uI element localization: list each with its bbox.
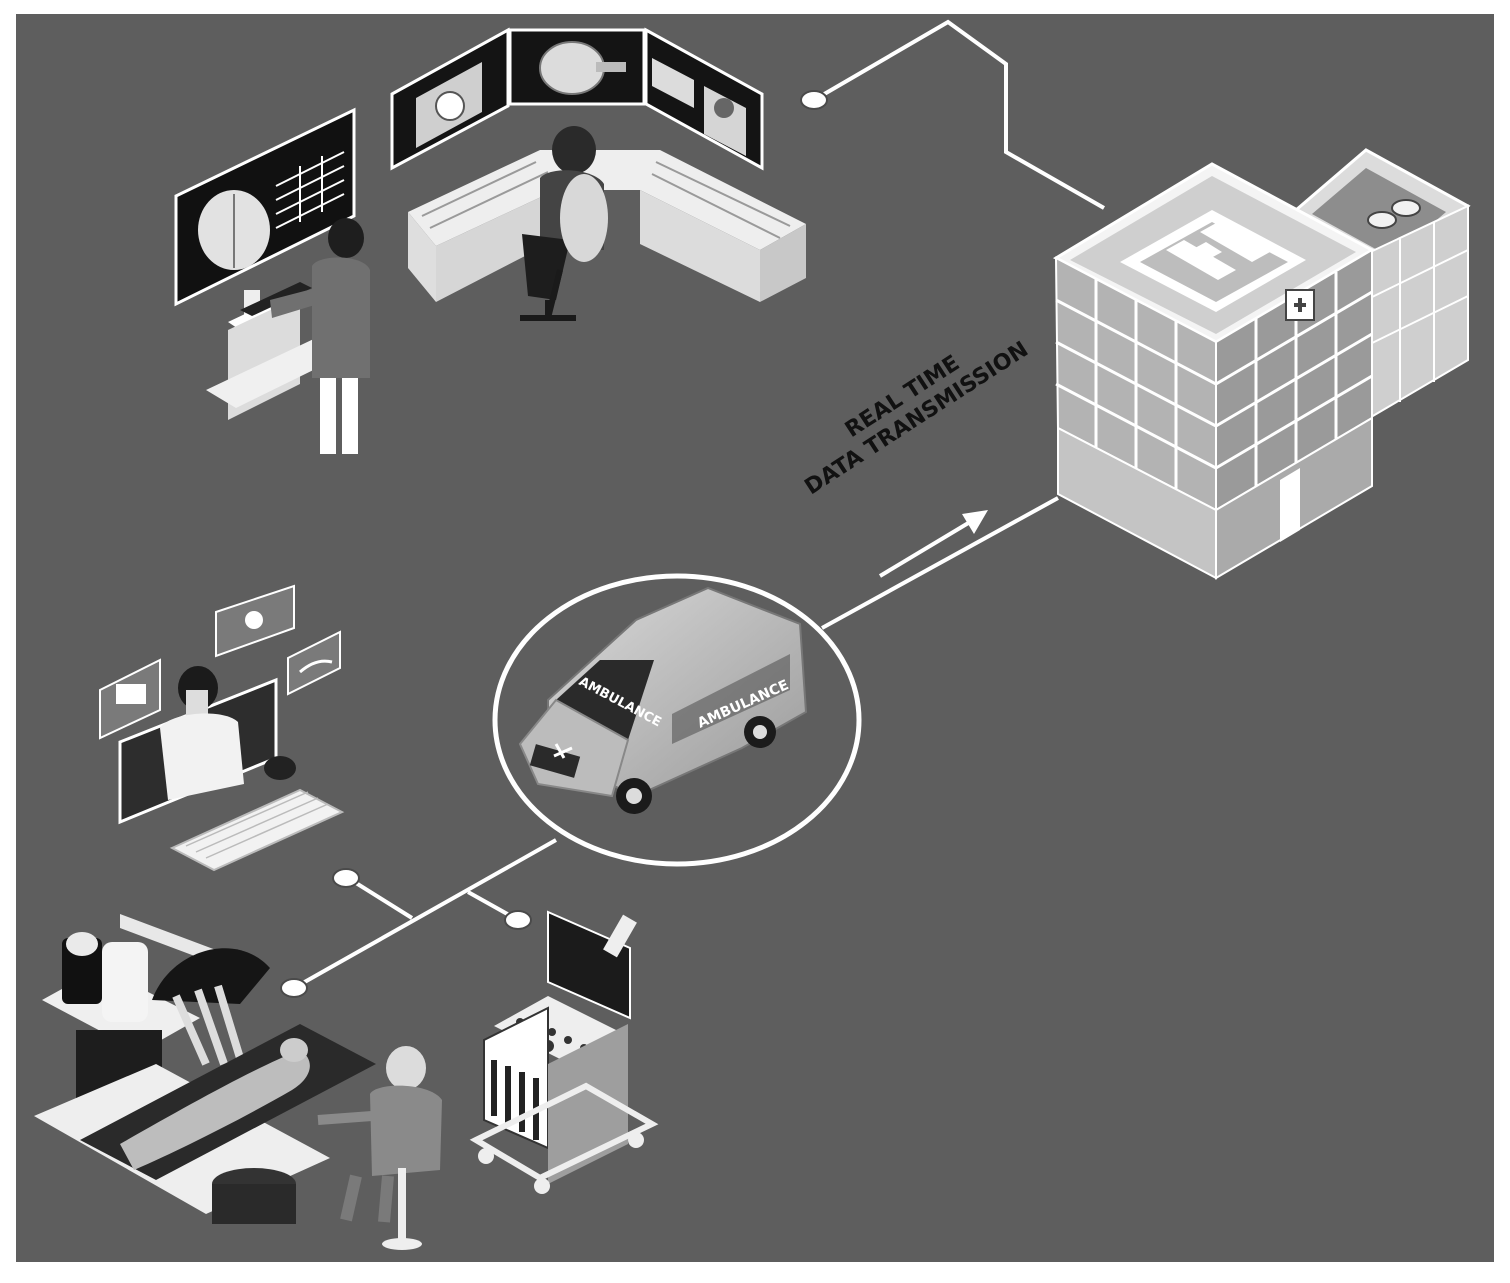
connector-nodes bbox=[280, 90, 828, 998]
connector-lines bbox=[293, 19, 1105, 990]
ambulance-icon: AMBULANCE AMBULANCE bbox=[518, 586, 808, 814]
transmission-arrow-icon bbox=[878, 510, 988, 578]
doctor-workstation-icon bbox=[174, 107, 370, 454]
ultrasound-machine-icon bbox=[469, 910, 659, 1194]
control-room-icon bbox=[390, 27, 806, 321]
hospital-building-icon bbox=[1052, 148, 1471, 580]
surgical-robot-icon bbox=[34, 914, 442, 1250]
ambulance-badge: AMBULANCE AMBULANCE bbox=[492, 573, 862, 867]
telemedicine-icon bbox=[99, 584, 345, 872]
ambulance-badge-outline bbox=[492, 573, 862, 867]
